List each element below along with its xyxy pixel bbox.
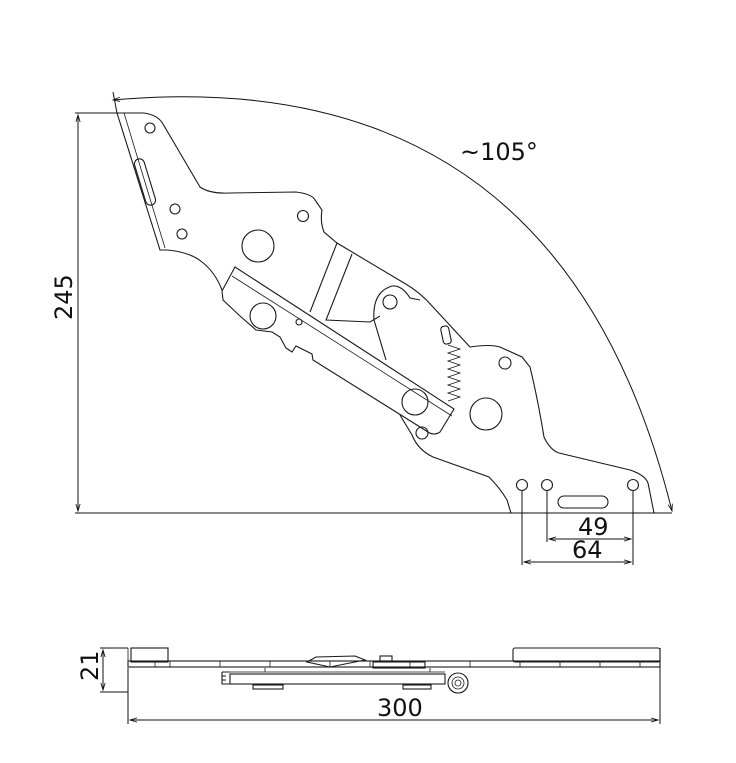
rivet-head — [379, 655, 393, 662]
slide-arm-top — [229, 673, 446, 685]
mount-hole — [169, 203, 181, 215]
bottom-slot — [557, 495, 609, 509]
hinge-outline — [117, 112, 655, 514]
lever-hole — [382, 294, 398, 310]
hole-spacing-outer-label: 64 — [572, 536, 603, 564]
spring-coil-top — [447, 672, 469, 694]
dimensions-side-view — [75, 91, 673, 565]
mount-hole — [498, 356, 512, 370]
angle-label: ~105° — [460, 138, 538, 166]
upper-plate-edge — [116, 112, 223, 291]
top-pad-left — [130, 647, 169, 663]
slide-arm-edge — [231, 275, 453, 417]
hole-spacing-inner-label: 49 — [578, 513, 609, 541]
mount-hole — [515, 478, 529, 492]
hinge-side-view — [116, 112, 655, 514]
mount-hole — [626, 478, 640, 492]
length-label: 300 — [377, 694, 423, 722]
roller-top — [252, 684, 284, 690]
rivet-plate — [372, 661, 426, 669]
upper-plate-inner-edge — [123, 112, 166, 249]
roller-top — [402, 684, 432, 690]
pivot-hole — [241, 229, 275, 263]
thickness-label: 21 — [76, 650, 104, 681]
small-hole — [295, 318, 303, 326]
lever-arm — [373, 285, 421, 361]
spring — [440, 325, 462, 402]
fork-end — [221, 671, 230, 685]
mount-hole — [144, 122, 156, 134]
hinge-top-view — [127, 647, 661, 694]
pivot-hole — [469, 397, 503, 431]
mount-hole — [176, 228, 188, 240]
height-label: 245 — [50, 274, 78, 320]
link-plate — [309, 242, 381, 323]
roller — [249, 302, 277, 330]
angle-dimension-arc — [111, 96, 673, 513]
top-pad-right — [512, 647, 661, 663]
link-plate-top — [305, 655, 367, 668]
dimensions-top-view — [100, 647, 661, 724]
mount-hole — [540, 478, 554, 492]
mount-hole — [296, 209, 310, 223]
